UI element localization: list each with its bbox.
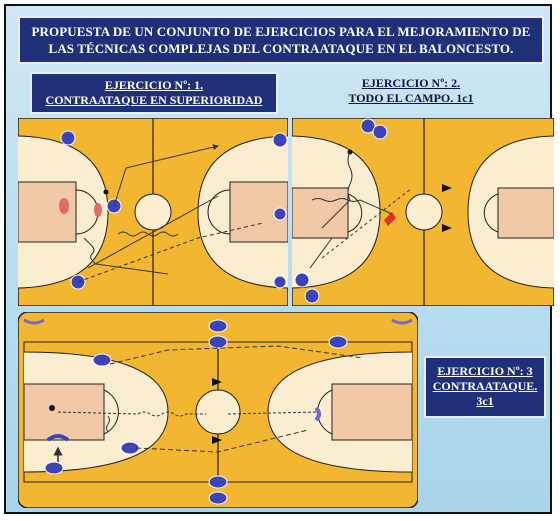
player-icon bbox=[273, 275, 287, 289]
defender-icon bbox=[384, 212, 396, 226]
exercise-2-name: TODO EL CAMPO. 1c1 bbox=[348, 91, 474, 105]
player-icon bbox=[294, 272, 310, 288]
player-icon bbox=[92, 353, 112, 367]
flag-icon bbox=[442, 184, 452, 192]
page-title: PROPUESTA DE UN CONJUNTO DE EJERCICIOS P… bbox=[18, 16, 544, 64]
exercise-1-name: CONTRAATAQUE EN SUPERIORIDAD bbox=[45, 93, 263, 107]
player-icon bbox=[328, 335, 348, 349]
title-line-1: PROPUESTA DE UN CONJUNTO DE EJERCICIOS P… bbox=[31, 24, 531, 39]
player-icon bbox=[304, 288, 320, 304]
court-exercise-3 bbox=[18, 312, 418, 508]
player-icon bbox=[360, 118, 376, 134]
exercise-3-number: EJERCICIO Nº: 3 bbox=[437, 364, 533, 378]
player-icon bbox=[208, 475, 228, 489]
corner-mark-icon bbox=[391, 318, 413, 325]
defender-icon bbox=[59, 198, 69, 214]
exercise-3-name: CONTRAATAQUE. bbox=[432, 379, 538, 393]
player-icon bbox=[44, 461, 64, 475]
player-icon bbox=[208, 319, 228, 333]
court-exercise-2 bbox=[292, 118, 554, 306]
player-icon bbox=[208, 491, 228, 505]
exercise-2-label: EJERCICIO Nº: 2. TODO EL CAMPO. 1c1 bbox=[346, 76, 476, 110]
corner-mark-icon bbox=[23, 318, 45, 325]
player-icon bbox=[272, 132, 288, 148]
title-line-2: LAS TÉCNICAS COMPLEJAS DEL CONTRAATAQUE … bbox=[48, 41, 514, 56]
player-icon bbox=[208, 335, 228, 349]
exercise-2-number: EJERCICIO Nº: 2. bbox=[361, 76, 461, 90]
defender-icon bbox=[94, 203, 102, 217]
ball-icon bbox=[49, 405, 55, 411]
exercise-3-format: 3c1 bbox=[476, 394, 494, 408]
flag-icon bbox=[212, 378, 222, 386]
slide-frame: PROPUESTA DE UN CONJUNTO DE EJERCICIOS P… bbox=[4, 4, 554, 514]
flag-icon bbox=[442, 224, 452, 232]
flag-icon bbox=[212, 436, 222, 444]
exercise-1-label: EJERCICIO Nº: 1. CONTRAATAQUE EN SUPERIO… bbox=[30, 72, 278, 114]
exercise-1-number: EJERCICIO Nº: 1. bbox=[104, 78, 204, 92]
player-icon bbox=[372, 124, 388, 140]
player-icon bbox=[273, 207, 287, 221]
player-icon bbox=[60, 130, 76, 146]
defender-icon bbox=[314, 406, 321, 422]
ball-icon bbox=[103, 189, 109, 195]
exercise-3-label: EJERCICIO Nº: 3 CONTRAATAQUE. 3c1 bbox=[424, 356, 546, 418]
defender-icon bbox=[46, 434, 70, 442]
court-exercise-1 bbox=[18, 118, 288, 306]
